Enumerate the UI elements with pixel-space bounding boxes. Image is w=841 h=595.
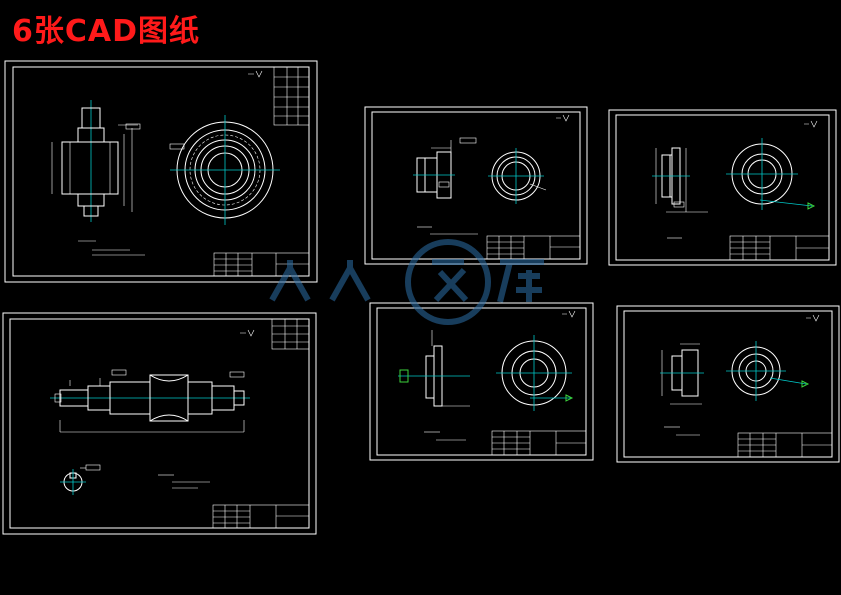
technical-notes xyxy=(424,431,466,441)
sheet-outer-border xyxy=(616,305,840,463)
technical-notes xyxy=(78,240,145,256)
ring-side-view xyxy=(398,330,470,407)
sheet-outer-border xyxy=(608,109,837,266)
sheet-outer-border xyxy=(2,312,317,535)
technical-notes xyxy=(417,226,478,235)
title-block xyxy=(729,235,830,261)
ring-end-view xyxy=(488,148,547,204)
title-block xyxy=(486,235,581,260)
sheet-inner-border xyxy=(371,111,581,260)
revision-table xyxy=(273,66,310,126)
sheet-ring-part-c xyxy=(369,302,594,461)
shaft-front-view xyxy=(50,369,250,433)
sheet-ring-part-d xyxy=(616,305,840,463)
ring-end-view xyxy=(726,138,816,210)
page-title: 6张CAD图纸 xyxy=(12,14,201,49)
title-block xyxy=(213,252,310,277)
sheet-rotor-shaft xyxy=(4,60,318,283)
sheet-inner-border xyxy=(12,66,310,277)
sheet-long-shaft xyxy=(2,312,317,535)
ring-side-view xyxy=(652,147,708,213)
roughness-symbol xyxy=(804,120,818,128)
sheet-ring-part-a xyxy=(364,106,588,265)
revision-table xyxy=(271,318,310,350)
sheet-inner-border xyxy=(9,318,310,529)
sheet-ring-part-b xyxy=(608,109,837,266)
sheet-inner-border xyxy=(623,310,833,458)
title-block xyxy=(491,430,587,456)
roughness-symbol xyxy=(248,70,263,78)
roughness-symbol xyxy=(556,114,570,122)
roughness-symbol xyxy=(806,314,820,322)
sheet-inner-border xyxy=(615,114,830,261)
title-block xyxy=(212,504,310,529)
sheet-outer-border xyxy=(4,60,318,283)
rotor-end-view xyxy=(169,115,280,225)
watermark-logo xyxy=(269,239,544,325)
sheet-outer-border xyxy=(364,106,588,265)
rotor-front-view xyxy=(51,100,141,222)
technical-notes xyxy=(158,474,210,489)
roughness-symbol xyxy=(562,310,576,318)
technical-notes xyxy=(664,426,700,436)
ring-end-view xyxy=(726,341,810,401)
shaft-section-view xyxy=(60,464,101,495)
ring-side-view xyxy=(413,137,477,199)
ring-side-view xyxy=(660,343,704,405)
roughness-symbol xyxy=(240,329,255,337)
title-block xyxy=(737,432,833,458)
ring-end-view xyxy=(496,335,574,411)
